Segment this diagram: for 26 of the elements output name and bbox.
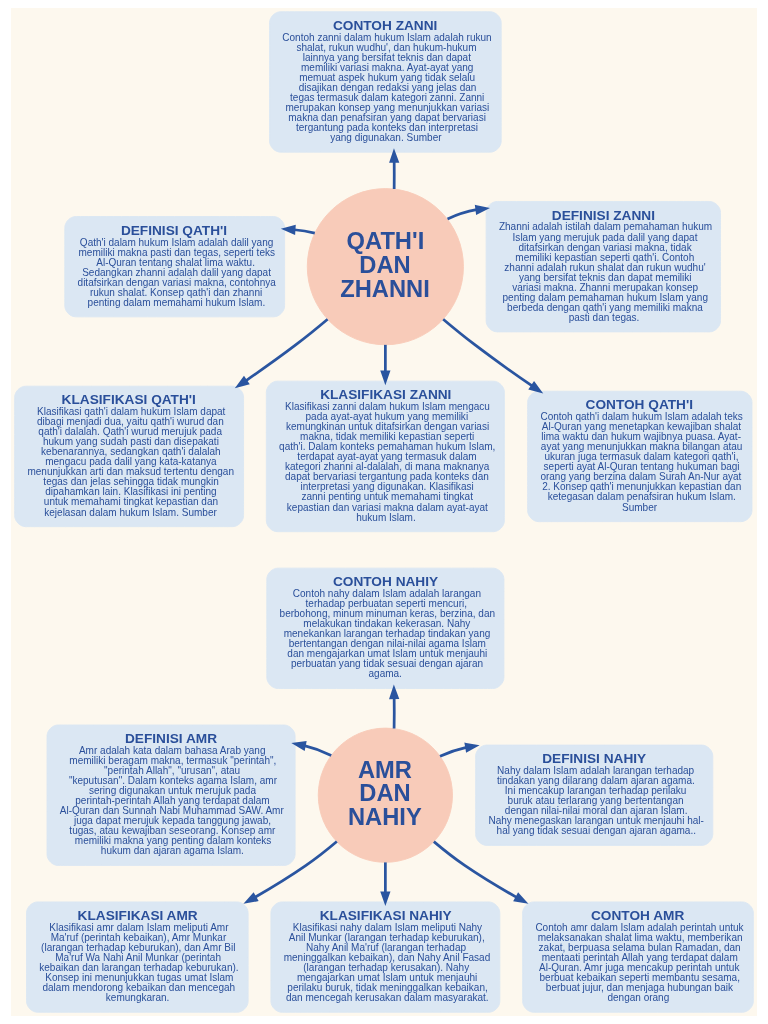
node-box: DEFINISI NAHIY Nahy dalam Islam adalah larangan terhadap tindakan yang dilarang dalam ajaran agama. Ini mencakup larangan terhadap perilaku buruk atau terlarang yang bertentangan dengan nilai-nilai moral dan ajaran Islam. Nahy menegaskan larangan untuk menjauhi hal-hal yang tidak sesuai dengan ajaran agama..	[475, 744, 714, 846]
node-box: CONTOH ZANNI Contoh zanni dalam hukum Islam adalah rukun shalat, rukun wudhu', dan hukum-hukum lainnya yang bersifat teknis dan dapat memiliki variasi makna. Ayat-ayat yang memuat aspek hukum yang tidak selalu disajikan dengan redaksi yang jelas dan tegas termasuk dalam kategori zanni. Zanni merupakan konsep yang menunjukkan variasi makna dan penafsiran yang dapat bervariasi tergantung pada konteks dan interpretasi yang digunakan. Sumber	[269, 11, 502, 153]
node-box: DEFINISI QATH'I Qath'i dalam hukum Islam adalah dalil yang memiliki makna pasti dan tegas, seperti teks Al-Quran tentang shalat lima waktu. Sedangkan zhanni adalah dalil yang dapat ditafsirkan dengan variasi makna, contohnya rukun shalat. Konsep qath'i dan zhanni penting dalam memahami hukum Islam.	[64, 216, 286, 318]
node-box: CONTOH NAHIY Contoh nahy dalam Islam adalah larangan terhadap perbuatan seperti mencuri, berbohong, minum minuman keras, berzina, dan melakukan tindakan kekerasan. Nahy menekankan larangan terhadap tindakan yang bertentangan dengan nilai-nilai agama Islam dan mengajarkan umat Islam untuk menjauhi perbuatan yang tidak sesuai dengan ajaran agama.	[266, 567, 505, 689]
arrow	[291, 740, 332, 757]
node-box: DEFINISI AMR Amr adalah kata dalam bahasa Arab yang memiliki beragam makna, termasuk "perintah", "perintah Allah", "urusan", atau "keputusan". Dalam konteks agama Islam, amr sering digunakan untuk merujuk pada perintah-perintah Allah yang terdapat dalam Al-Quran dan Sunnah Nabi Muhammad SAW. Amr juga dapat merujuk kepada tanggung jawab, tugas, atau kewajiban seseorang. Konsep amr memiliki makna yang penting dalam konteks hukum dan ajaran agama Islam.	[46, 724, 296, 866]
arrow	[380, 344, 391, 386]
node-box: KLASIFIKASI AMR Klasifikasi amr dalam Islam meliputi Amr Ma'ruf (perintah kebaikan), Amr Munkar (larangan terhadap keburukan), dan Amr Bil Ma'ruf Wa Nahi Anil Munkar (perintah kebaikan dan larangan terhadap keburukan). Konsep ini menunjukkan tugas umat Islam dalam mendorong kebaikan dan mencegah kemungkaran.	[26, 901, 249, 1013]
node-box: CONTOH AMR Contoh amr dalam Islam adalah perintah untuk melaksanakan shalat lima waktu, memberikan zakat, berpuasa selama bulan Ramadan, dan mentaati perintah Allah yang terdapat dalam Al-Quran. Amr juga mencakup perintah untuk berbuat kebaikan seperti membantu sesama, berbuat jujur, dan menjaga hubungan baik dengan orang	[522, 901, 754, 1013]
arrow	[439, 742, 480, 758]
arrow	[389, 148, 400, 190]
arrow	[234, 318, 329, 389]
arrow	[442, 318, 544, 394]
arrow	[380, 862, 391, 907]
arrow	[280, 224, 316, 235]
arrow	[446, 204, 490, 221]
node-box: KLASIFIKASI ZANNI Klasifikasi zanni dalam hukum Islam mengacu pada ayat-ayat hukum yang memiliki kemungkinan untuk ditafsirkan dengan variasi makna, tidak memiliki kepastian seperti qath'i. Dalam konteks pemahaman hukum Islam, terdapat ayat-ayat yang termasuk dalam kategori zhanni al-dalalah, di mana maknanya dapat bervariasi tergantung pada konteks dan interpretasi yang digunakan. Klasifikasi zanni penting untuk memahami tingkat kepastian dan variasi makna dalam ayat-ayat hukum Islam.	[265, 380, 505, 533]
node-box: KLASIFIKASI NAHIY Klasifikasi nahy dalam Islam meliputi Nahy Anil Munkar (larangan terhadap keburukan), Nahy Anil Ma'ruf (larangan terhadap meninggalkan kebaikan), dan Nahy Anil Fasad (larangan terhadap kerusakan). Nahy mengajarkan umat Islam untuk menjauhi perilaku buruk, tidak meninggalkan kebaikan, dan mencegah kerusakan dalam masyarakat.	[270, 901, 501, 1013]
node-circle: AMR DAN NAHIY	[317, 727, 453, 863]
node-box: CONTOH QATH'I Contoh qath'i dalam hukum Islam adalah teks Al-Quran yang menetapkan kewajiban shalat lima waktu dan hukum wajibnya puasa. Ayat-ayat yang menunjukkan makna bilangan atau ukuran juga termasuk dalam kategori qath'i, seperti ayat Al-Quran tentang hukuman bagi orang yang berzina dalam Surah An-Nur ayat 2. Konsep qath'i menunjukkan kepastian dan ketegasan dalam penafsiran hukum Islam. Sumber	[527, 390, 753, 523]
node-box: KLASIFIKASI QATH'I Klasifikasi qath'i dalam hukum Islam dapat dibagi menjadi dua, yaitu qath'i wurud dan qath'i dalalah. Qath'i wurud merujuk pada hukum yang sudah pasti dan disepakati kebenarannya, sedangkan qath'i dalalah mengacu pada dalil yang kata-katanya menunjukkan arti dan maksud tertentu dengan tegas dan jelas sehingga tidak mungkin dipahamkan lain. Klasifikasi ini penting untuk memahami tingkat kepastian dan kejelasan dalam hukum Islam. Sumber	[14, 385, 244, 528]
arrow	[432, 840, 529, 904]
node-circle: QATH'I DAN ZHANNI	[306, 188, 464, 346]
arrow	[389, 684, 400, 729]
node-box: DEFINISI ZANNI Zhanni adalah istilah dalam pemahaman hukum Islam yang merujuk pada dalil yang dapat ditafsirkan dengan variasi makna, tidak memiliki kepastian seperti qath'i. Contoh zhanni adalah rukun shalat dan rukun wudhu' yang bersifat teknis dan dapat memiliki variasi makna. Zhanni merupakan konsep penting dalam pemahaman hukum Islam yang berbeda dengan qath'i yang memiliki makna pasti dan tegas.	[485, 201, 721, 333]
arrow	[243, 840, 338, 904]
